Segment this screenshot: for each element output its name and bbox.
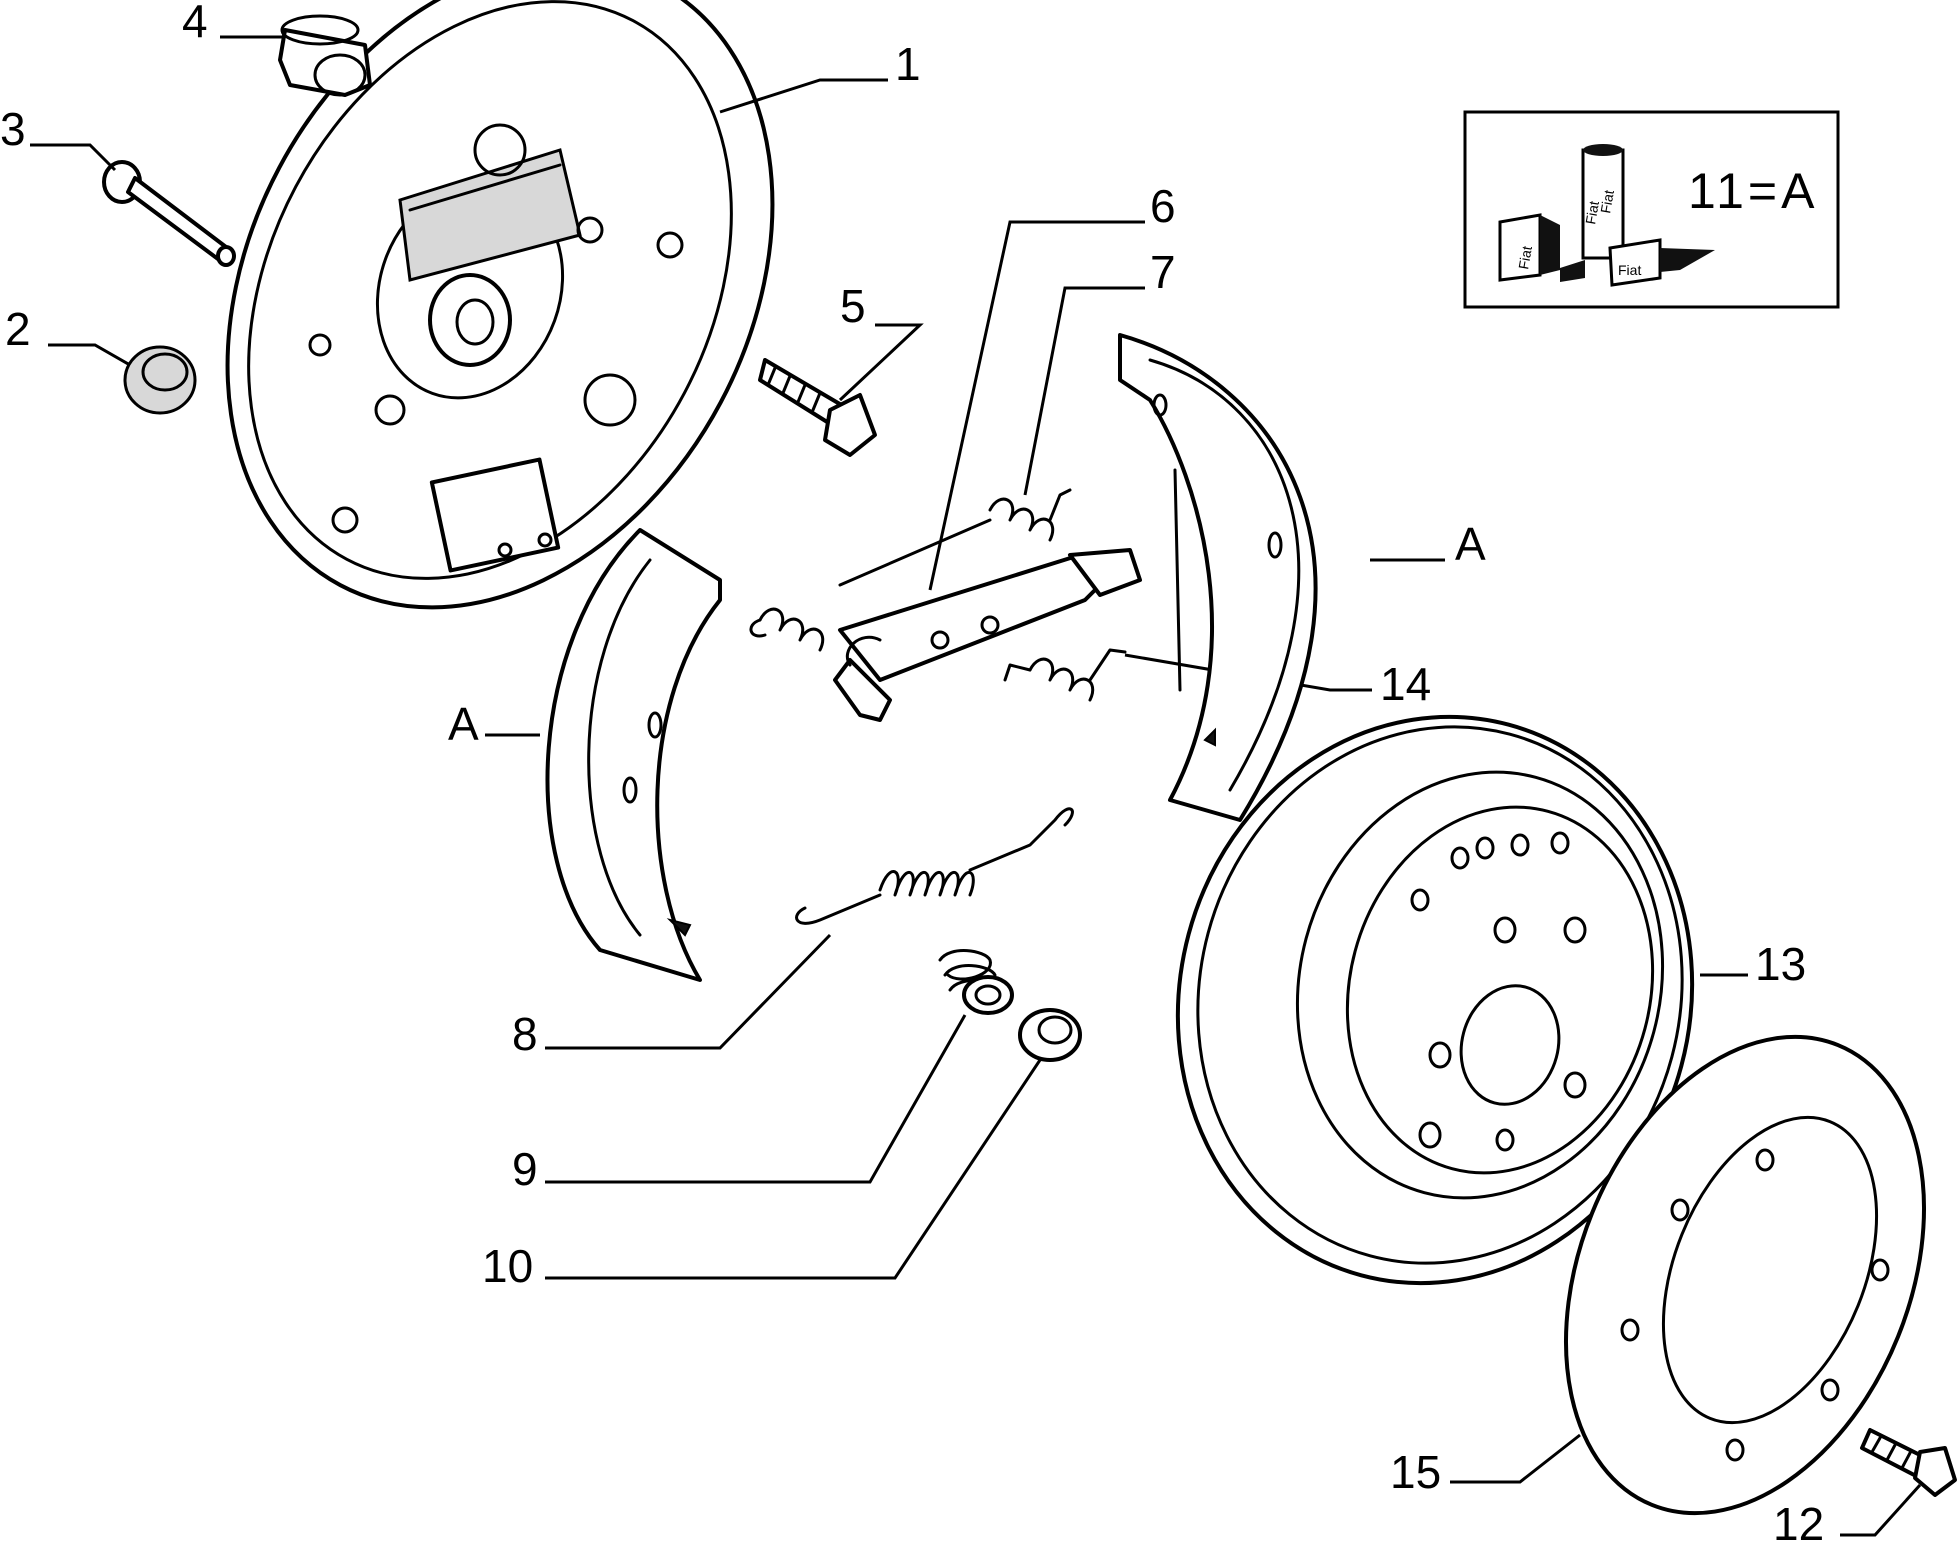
callout-8: 8 xyxy=(512,1008,538,1060)
spring-8 xyxy=(795,807,1074,925)
callout-10: 10 xyxy=(482,1240,533,1292)
callout-13: 13 xyxy=(1755,938,1806,990)
brand-label-box-flat: Fiat xyxy=(1618,262,1641,278)
callout-6: 6 xyxy=(1150,180,1176,232)
bushing-4 xyxy=(278,14,372,97)
inset-code-label: 11=A xyxy=(1688,163,1818,219)
leader-10 xyxy=(545,1059,1042,1280)
cap-2 xyxy=(123,345,197,415)
brand-label-tube-top: Fiat xyxy=(1582,200,1602,226)
callout-15: 15 xyxy=(1390,1446,1441,1498)
callout-14: 14 xyxy=(1380,658,1431,710)
backing-plate xyxy=(225,0,775,610)
brake-shoe-right xyxy=(1118,333,1318,822)
bolt-5 xyxy=(758,358,877,457)
spring-7 xyxy=(749,488,1072,652)
callout-5: 5 xyxy=(840,280,866,332)
callout-shoe-left: A xyxy=(448,698,479,750)
leader-7 xyxy=(1023,286,1145,496)
brand-label-box-left: Fiat xyxy=(1515,245,1535,271)
shim-15 xyxy=(1564,1034,1926,1516)
leader-14 xyxy=(1124,653,1372,692)
callout-3: 3 xyxy=(0,103,26,155)
leader-2 xyxy=(48,343,131,367)
callout-4: 4 xyxy=(182,0,208,47)
leader-6 xyxy=(928,220,1145,591)
brake-drum-13 xyxy=(1175,714,1695,1286)
pin-3 xyxy=(102,160,236,267)
callout-2: 2 xyxy=(5,303,31,355)
leader-1 xyxy=(719,78,888,114)
fiat-lubricant-icon: Fiat Fiat Fiat Fiat xyxy=(1498,144,1715,287)
leader-12 xyxy=(1840,1483,1922,1537)
adjuster-lever-6 xyxy=(833,548,1142,722)
spring-14 xyxy=(1003,648,1127,702)
callout-1: 1 xyxy=(895,38,921,90)
leader-9 xyxy=(545,1014,967,1184)
leader-3 xyxy=(30,143,117,172)
callout-9: 9 xyxy=(512,1143,538,1195)
callout-12: 12 xyxy=(1773,1498,1824,1543)
wheel-bolt-12 xyxy=(1860,1428,1957,1497)
leader-15 xyxy=(1450,1433,1581,1484)
cup-10 xyxy=(1018,1008,1082,1062)
leader-5 xyxy=(838,323,924,402)
brake-shoe-left xyxy=(545,528,722,982)
brand-label-tube: Fiat xyxy=(1597,189,1617,215)
callout-shoe-right: A xyxy=(1455,518,1486,570)
lubricant-inset: Fiat Fiat Fiat Fiat 11=A xyxy=(1463,110,1840,309)
spring-9 xyxy=(938,949,1014,1015)
callout-7: 7 xyxy=(1150,246,1176,298)
leader-8 xyxy=(545,933,832,1050)
